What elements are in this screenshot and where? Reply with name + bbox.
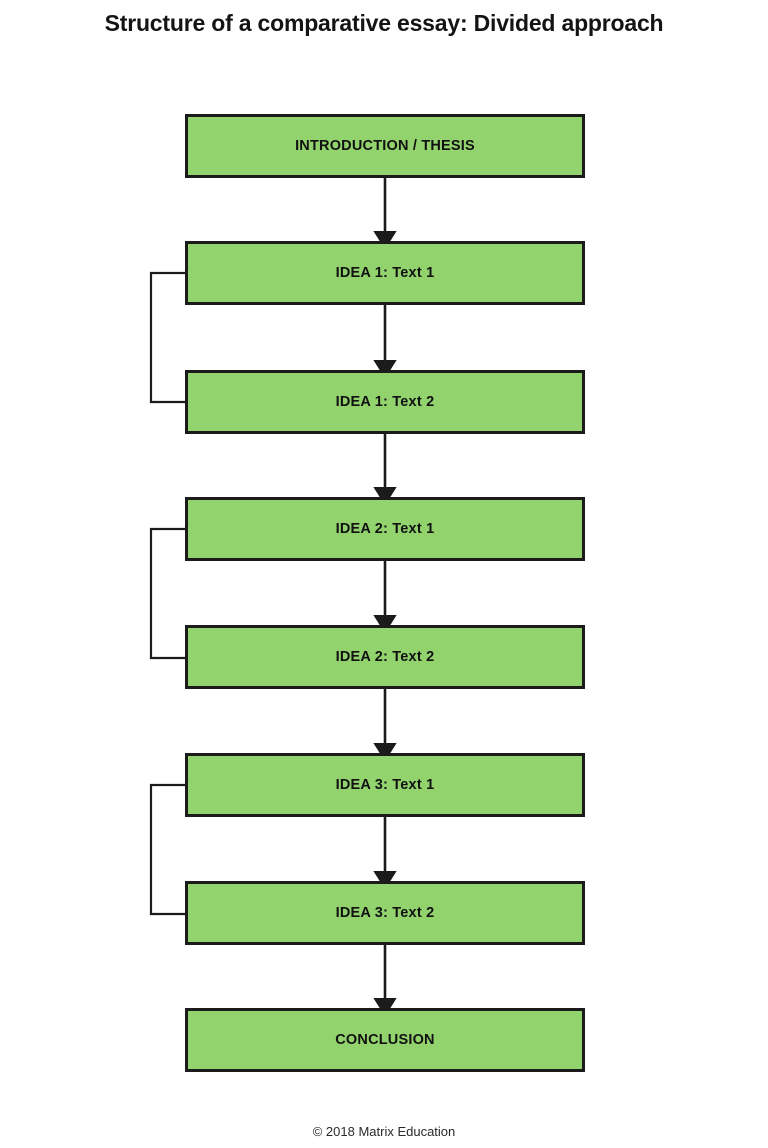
node-label: IDEA 1: Text 2 <box>335 394 435 410</box>
bracket-idea3 <box>149 783 185 916</box>
node-idea2-text2[interactable]: IDEA 2: Text 2 <box>185 625 585 689</box>
node-idea1-text2[interactable]: IDEA 1: Text 2 <box>185 370 585 434</box>
node-idea3-text1[interactable]: IDEA 3: Text 1 <box>185 753 585 817</box>
node-idea1-text1[interactable]: IDEA 1: Text 1 <box>185 241 585 305</box>
node-label: INTRODUCTION / THESIS <box>295 138 475 154</box>
bracket-idea2 <box>149 527 185 660</box>
node-conclusion[interactable]: CONCLUSION <box>185 1008 585 1072</box>
node-label: IDEA 3: Text 1 <box>335 777 435 793</box>
node-introduction-thesis[interactable]: INTRODUCTION / THESIS <box>185 114 585 178</box>
node-label: CONCLUSION <box>335 1032 435 1048</box>
node-label: IDEA 3: Text 2 <box>335 905 435 921</box>
bracket-idea1 <box>149 271 185 404</box>
node-label: IDEA 1: Text 1 <box>335 265 435 281</box>
copyright-notice: © 2018 Matrix Education <box>312 1124 456 1139</box>
page-title: Structure of a comparative essay: Divide… <box>104 10 664 36</box>
node-idea2-text1[interactable]: IDEA 2: Text 1 <box>185 497 585 561</box>
node-idea3-text2[interactable]: IDEA 3: Text 2 <box>185 881 585 945</box>
node-label: IDEA 2: Text 1 <box>335 521 435 537</box>
node-label: IDEA 2: Text 2 <box>335 649 435 665</box>
